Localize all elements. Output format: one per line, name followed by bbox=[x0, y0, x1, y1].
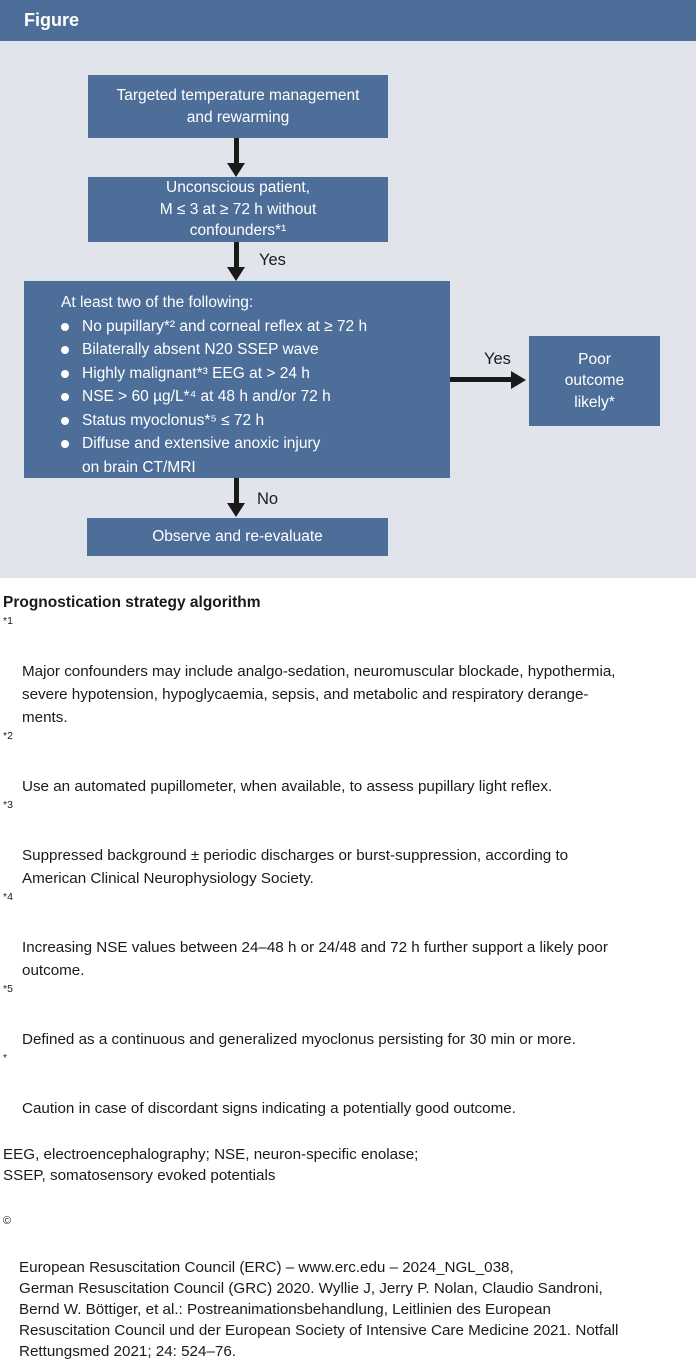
footnote-5-marker: *5 bbox=[3, 983, 13, 995]
arrow-right-head bbox=[511, 371, 526, 389]
abbreviations: EEG, electroencephalography; NSE, neuron… bbox=[3, 1146, 419, 1184]
criteria-item-text: Diffuse and extensive anoxic injury on b… bbox=[82, 435, 321, 476]
arrow-down-1-head bbox=[227, 163, 245, 177]
arrow-down-1-shaft bbox=[234, 138, 239, 165]
label-yes-1: Yes bbox=[259, 251, 286, 269]
figure-title: Figure bbox=[24, 10, 80, 30]
criteria-item-text: Status myoclonus*⁵ ≤ 72 h bbox=[82, 411, 265, 429]
flowchart-panel: Targeted temperature management and rewa… bbox=[0, 41, 696, 578]
bullet-icon bbox=[61, 440, 69, 448]
criteria-item: NSE > 60 µg/L*⁴ at 48 h and/or 72 h bbox=[24, 385, 450, 409]
arrow-down-2-head bbox=[227, 267, 245, 281]
bullet-icon bbox=[61, 322, 69, 331]
copyright-block: © European Resuscitation Council (ERC) –… bbox=[2, 1215, 692, 1362]
box-criteria: At least two of the following: No pupill… bbox=[24, 281, 450, 478]
criteria-item: No pupillary*² and corneal reflex at ≥ 7… bbox=[24, 315, 450, 339]
footnote-1: *1 Major confounders may include analgo-… bbox=[2, 614, 692, 729]
bullet-icon bbox=[61, 393, 69, 401]
footnote-3-marker: *3 bbox=[3, 799, 13, 811]
footnote-5-text: Defined as a continuous and generalized … bbox=[22, 1031, 576, 1048]
copyright-icon: © bbox=[3, 1215, 12, 1227]
criteria-item: Bilaterally absent N20 SSEP wave bbox=[24, 338, 450, 362]
criteria-header: At least two of the following: bbox=[61, 294, 254, 311]
footnote-2-marker: *2 bbox=[3, 730, 13, 742]
bullet-icon bbox=[61, 369, 69, 378]
footnote-2-text: Use an automated pupillometer, when avai… bbox=[22, 778, 553, 795]
footnote-1-marker: *1 bbox=[3, 615, 13, 627]
criteria-item-text: Bilaterally absent N20 SSEP wave bbox=[82, 341, 319, 358]
arrow-right-shaft bbox=[450, 377, 513, 382]
footnote-3: *3 Suppressed background ± periodic disc… bbox=[2, 798, 692, 890]
arrow-down-3-shaft bbox=[234, 478, 239, 504]
footnote-5: *5 Defined as a continuous and generaliz… bbox=[2, 982, 692, 1051]
box-targeted-temperature-management: Targeted temperature management and rewa… bbox=[88, 75, 388, 138]
footnote-4-marker: *4 bbox=[3, 891, 13, 903]
notes-section: Prognostication strategy algorithm *1 Ma… bbox=[0, 578, 696, 1362]
bullet-icon bbox=[61, 346, 69, 354]
box-ttm-text: Targeted temperature management and rewa… bbox=[116, 87, 360, 126]
box-observe-text: Observe and re-evaluate bbox=[152, 528, 323, 546]
criteria-item-text: NSE > 60 µg/L*⁴ at 48 h and/or 72 h bbox=[82, 388, 331, 405]
footnote-2: *2 Use an automated pupillometer, when a… bbox=[2, 729, 692, 798]
arrow-down-3-head bbox=[227, 503, 245, 517]
footnote-4-text: Increasing NSE values between 24–48 h or… bbox=[22, 939, 608, 979]
criteria-item-text: Highly malignant*³ EEG at > 24 h bbox=[82, 364, 310, 382]
label-yes-2: Yes bbox=[484, 350, 511, 368]
bullet-icon bbox=[61, 416, 69, 425]
footnote-asterisk-marker: * bbox=[3, 1052, 8, 1064]
arrow-down-2-shaft bbox=[234, 242, 239, 268]
copyright-text: European Resuscitation Council (ERC) – w… bbox=[19, 1259, 619, 1360]
footnote-asterisk-text: Caution in case of discordant signs indi… bbox=[22, 1100, 516, 1117]
criteria-item: Highly malignant*³ EEG at > 24 h bbox=[24, 362, 450, 386]
box-unconscious-patient: Unconscious patient, M ≤ 3 at ≥ 72 h wit… bbox=[88, 177, 388, 242]
footnote-asterisk: * Caution in case of discordant signs in… bbox=[2, 1051, 692, 1120]
criteria-item: Diffuse and extensive anoxic injury on b… bbox=[24, 432, 450, 479]
criteria-item-text: No pupillary*² and corneal reflex at ≥ 7… bbox=[82, 317, 368, 335]
criteria-item: Status myoclonus*⁵ ≤ 72 h bbox=[24, 409, 450, 433]
figure-header-bar: Figure bbox=[0, 0, 696, 41]
box-unconscious-text: Unconscious patient, M ≤ 3 at ≥ 72 h wit… bbox=[159, 179, 317, 240]
footnote-1-text: Major confounders may include analgo-sed… bbox=[22, 663, 616, 726]
box-poor-outcome-text: Poor outcome likely* bbox=[564, 350, 625, 411]
box-observe-reevaluate: Observe and re-evaluate bbox=[87, 518, 388, 556]
footnote-4: *4 Increasing NSE values between 24–48 h… bbox=[2, 890, 692, 982]
box-poor-outcome: Poor outcome likely* bbox=[529, 336, 660, 426]
footnote-3-text: Suppressed background ± periodic dischar… bbox=[22, 847, 569, 887]
notes-title: Prognostication strategy algorithm bbox=[3, 594, 261, 611]
label-no: No bbox=[257, 490, 279, 508]
